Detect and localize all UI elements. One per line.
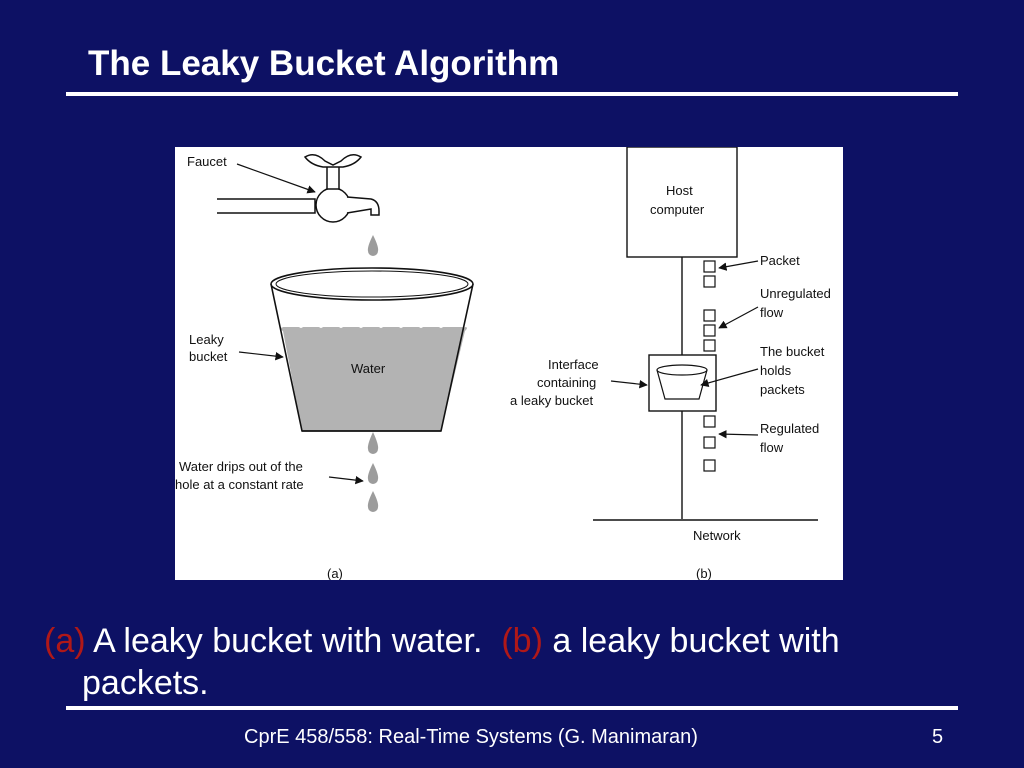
holds-label-line1: The bucket [760, 344, 825, 359]
host-label-line2: computer [650, 202, 705, 217]
caption-text-b-line1: a leaky bucket with [552, 622, 840, 660]
host-computer-box [626, 147, 738, 258]
panel-a-label: (a) [327, 566, 343, 580]
faucet-icon [217, 154, 380, 223]
packet-label: Packet [760, 253, 800, 268]
leaky-bucket-label-line2: bucket [189, 349, 228, 364]
regulated-label-line2: flow [760, 440, 784, 455]
leaky-bucket-icon [270, 267, 474, 432]
course-footer-text: CprE 458/558: Real-Time Systems (G. Mani… [244, 726, 698, 748]
caption-text-b-line2: packets. [82, 664, 209, 702]
slide-title: The Leaky Bucket Algorithm [88, 44, 560, 83]
title-divider [66, 92, 958, 96]
water-label: Water [351, 361, 386, 376]
water-drop-icon [367, 432, 379, 454]
host-label-line1: Host [666, 183, 693, 198]
faucet-label: Faucet [187, 154, 227, 169]
network-label: Network [693, 528, 741, 543]
leaky-bucket-diagram: Faucet Water Leaky bucket Water drips ou… [175, 147, 831, 580]
caption-text-a: A leaky bucket with water. [93, 622, 483, 660]
leaky-bucket-figure: Faucet Water Leaky bucket Water drips ou… [175, 147, 843, 580]
interface-label-line2: containing [537, 375, 596, 390]
interface-label-line1: Interface [548, 357, 599, 372]
unregulated-label-line1: Unregulated [760, 286, 831, 301]
interface-label-line3: a leaky bucket [510, 393, 593, 408]
packet-icons [703, 260, 716, 472]
drips-label-line2: hole at a constant rate [175, 477, 304, 492]
regulated-label-line1: Regulated [760, 421, 819, 436]
leaky-bucket-label-line1: Leaky [189, 332, 224, 347]
water-drop-icon [367, 463, 379, 484]
figure-caption: (a) A leaky bucket with water. (b) a lea… [44, 620, 994, 704]
caption-tag-a: (a) [44, 622, 86, 660]
holds-label-line2: holds [760, 363, 792, 378]
caption-tag-b: (b) [501, 622, 543, 660]
drips-label-line1: Water drips out of the [179, 459, 303, 474]
panel-b-label: (b) [696, 566, 712, 580]
water-drop-icon [367, 491, 379, 512]
water-drop-icon [367, 235, 379, 256]
unregulated-label-line2: flow [760, 305, 784, 320]
page-number: 5 [932, 726, 944, 748]
holds-label-line3: packets [760, 382, 805, 397]
footer-divider [66, 706, 958, 710]
